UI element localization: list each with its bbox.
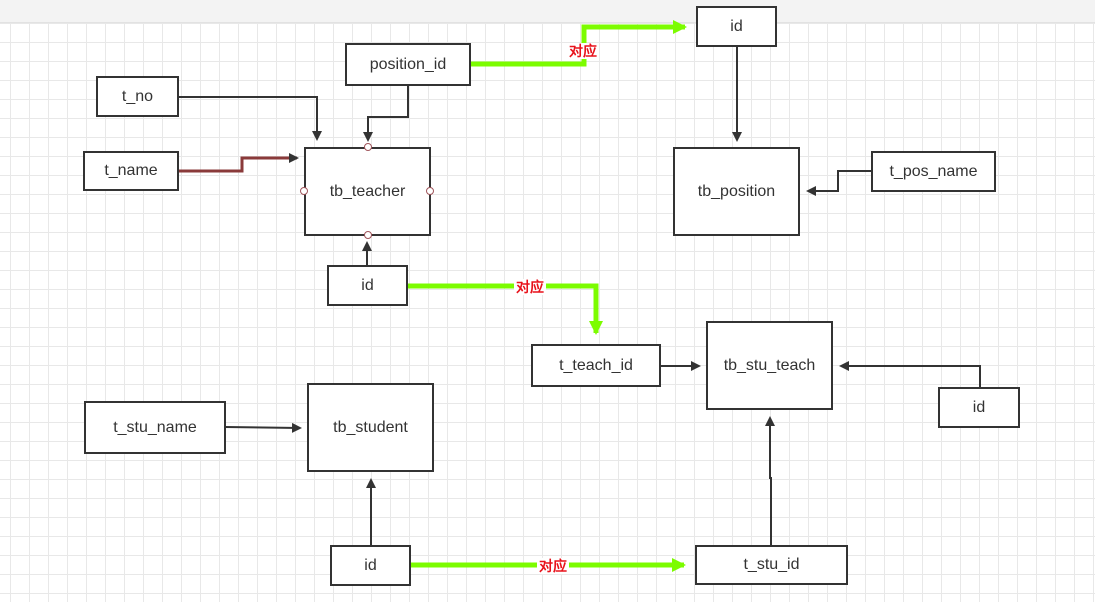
attr-t-name[interactable]: t_name [83, 151, 179, 191]
entity-tb-position-label: tb_position [697, 182, 776, 200]
connector-position-id [363, 86, 409, 142]
attr-position-pk-id-label: id [730, 17, 743, 35]
entity-tb-student-label: tb_student [333, 418, 408, 436]
entity-tb-student[interactable]: tb_student [307, 383, 434, 472]
attr-position-id[interactable]: position_id [345, 43, 471, 86]
attr-teacher-id-label: id [361, 276, 374, 294]
top-toolbar [0, 0, 1095, 23]
connector-t-stu-name [224, 422, 302, 433]
attr-stu-teach-id[interactable]: id [938, 387, 1020, 428]
connector-t-no [178, 96, 322, 141]
attr-teacher-id[interactable]: id [327, 265, 408, 306]
handle-bottom[interactable] [364, 231, 372, 239]
attr-t-no-label: t_no [121, 87, 154, 105]
entity-tb-stu-teach-label: tb_stu_teach [723, 356, 816, 374]
attr-t-stu-id-label: t_stu_id [743, 556, 800, 573]
attr-student-id-label: id [364, 556, 377, 574]
handle-left[interactable] [300, 187, 308, 195]
attr-stu-teach-id-label: id [972, 398, 986, 416]
attr-position-pk-id[interactable]: id [696, 6, 777, 47]
connector-stu-teach-id [839, 361, 981, 387]
attr-t-pos-name-label: t_pos_name [889, 162, 978, 180]
attr-t-pos-name[interactable]: t_pos_name [871, 151, 996, 192]
entity-tb-teacher-label: tb_teacher [329, 182, 406, 200]
relation-label-position: 对应 [567, 43, 599, 59]
relation-line-teacher [407, 283, 603, 335]
entity-tb-position[interactable]: tb_position [673, 147, 800, 236]
handle-right[interactable] [426, 187, 434, 195]
attr-student-id[interactable]: id [330, 545, 411, 586]
attr-t-teach-id-label: t_teach_id [559, 356, 633, 374]
handle-top[interactable] [364, 143, 372, 151]
attr-t-stu-id[interactable]: t_stu_id [695, 545, 848, 585]
attr-t-teach-id[interactable]: t_teach_id [531, 344, 661, 387]
relation-label-teacher: 对应 [514, 279, 546, 295]
entity-tb-stu-teach[interactable]: tb_stu_teach [706, 321, 833, 410]
entity-tb-teacher[interactable]: tb_teacher [304, 147, 431, 236]
connector-t-name [178, 153, 299, 173]
attr-t-stu-name[interactable]: t_stu_name [84, 401, 226, 454]
attr-t-stu-name-label: t_stu_name [113, 418, 197, 436]
attr-t-no[interactable]: t_no [96, 76, 179, 117]
relation-label-student: 对应 [537, 558, 569, 574]
connector-t-pos-name [806, 170, 871, 196]
connector-t-stu-id [765, 416, 775, 545]
attr-t-name-label: t_name [104, 162, 158, 179]
attr-position-id-label: position_id [369, 55, 447, 73]
